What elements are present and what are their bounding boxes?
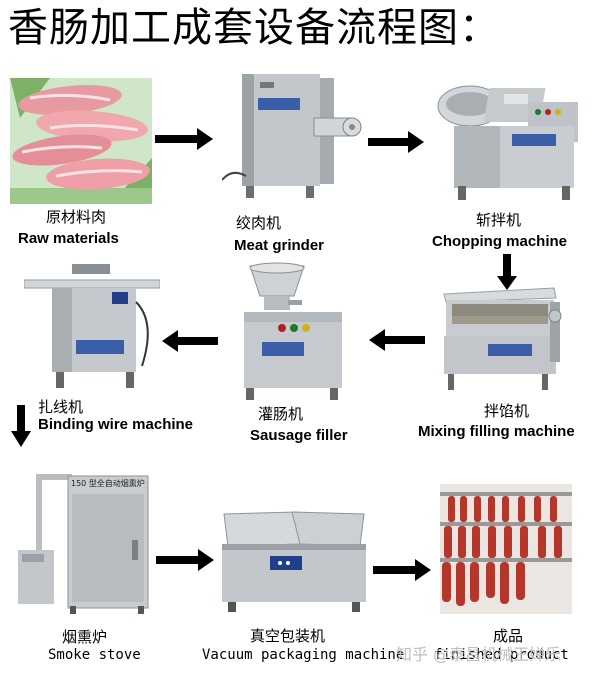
sausage-filler-label-zh: 灌肠机 (258, 405, 304, 423)
binding-machine-label-en: Binding wire machine (38, 416, 194, 433)
arrow-right-3 (156, 549, 214, 571)
smoke-stove-label-zh: 烟熏炉 (62, 628, 108, 646)
vacuum-packer-label-en: Vacuum packaging machine (202, 647, 405, 663)
arrow-left-1 (369, 329, 425, 351)
sausage-filler-label-en: Sausage filler (250, 427, 348, 444)
binding-machine-label-zh: 扎线机 (38, 398, 84, 416)
watermark: 知乎 @泰昌机械王婵乐 (396, 645, 562, 664)
arrow-down-1 (497, 254, 517, 290)
meat-grinder-label-en: Meat grinder (234, 237, 325, 254)
chopping-machine-image (432, 74, 588, 202)
vacuum-packer-image (218, 508, 370, 614)
mixing-machine-label-en: Mixing filling machine (418, 423, 575, 440)
meat-grinder-label-zh: 绞肉机 (236, 214, 282, 232)
chopping-machine-label-zh: 斩拌机 (476, 211, 522, 229)
raw-materials-image (10, 78, 152, 204)
arrow-down-2 (11, 405, 31, 447)
smoke-stove-label-en: Smoke stove (48, 647, 141, 663)
finished-product-label-zh: 成品 (493, 627, 524, 645)
arrow-left-2 (162, 330, 218, 352)
diagram-title: 香肠加工成套设备流程图： (8, 5, 500, 51)
binding-machine-image (23, 262, 161, 392)
meat-grinder-image (221, 72, 362, 202)
mixing-machine-label-zh: 拌馅机 (484, 402, 530, 420)
mixing-machine-image (438, 286, 564, 394)
arrow-right-1 (155, 128, 213, 150)
arrow-right-4 (373, 559, 431, 581)
smoke-stove-image (8, 470, 150, 614)
smoke-stove-plate: 150 型全自动烟熏炉 (71, 479, 145, 488)
vacuum-packer-label-zh: 真空包装机 (250, 627, 326, 645)
finished-product-image (440, 484, 572, 614)
arrow-right-2 (368, 131, 424, 153)
raw-materials-label-en: Raw materials (18, 230, 119, 247)
raw-materials-label-zh: 原材料肉 (46, 208, 107, 226)
sausage-filler-image (238, 262, 348, 402)
finished-product-label-en: finished product (434, 647, 569, 663)
chopping-machine-label-en: Chopping machine (432, 233, 567, 250)
